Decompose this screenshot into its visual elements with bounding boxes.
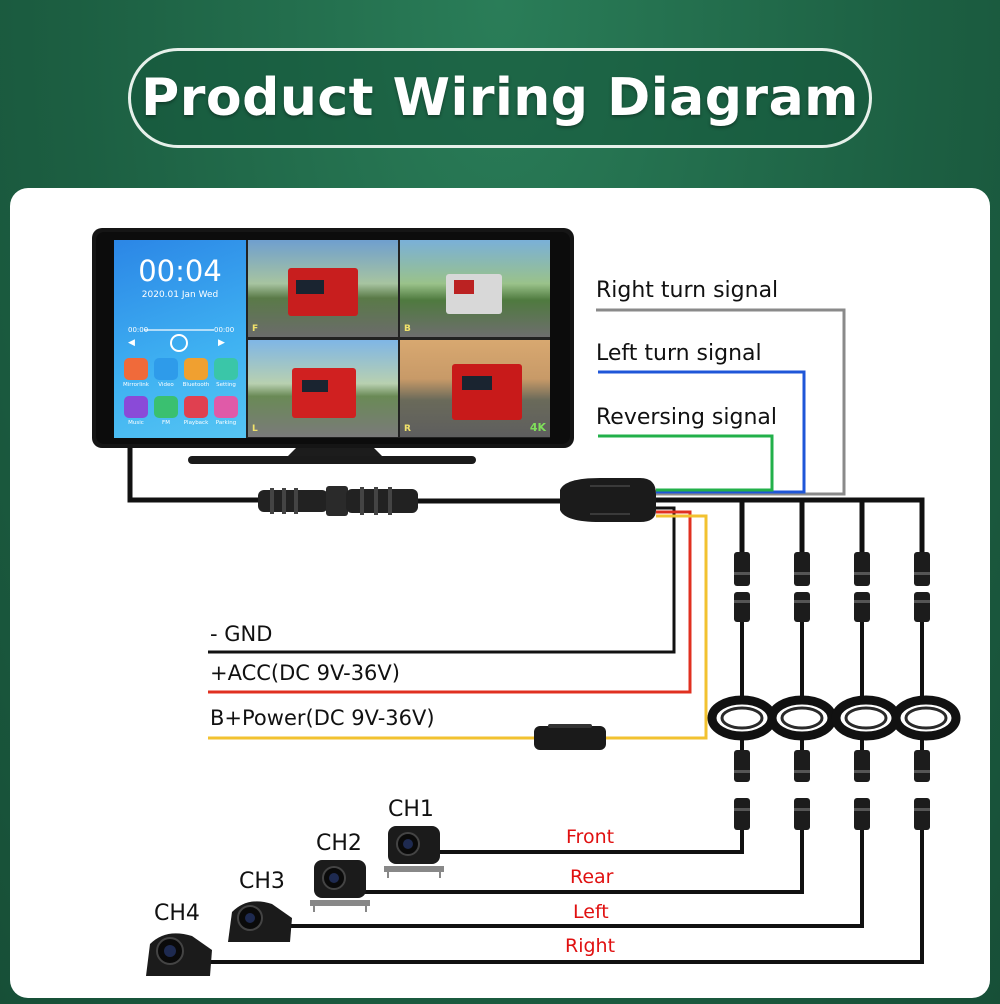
ch1-cable (440, 830, 744, 854)
app-bluetooth-icon (184, 358, 208, 380)
title-banner: Product Wiring Diagram (128, 48, 872, 148)
left-turn-wire (598, 370, 806, 494)
clock-text: 00:04 (138, 254, 222, 288)
camera-icon (310, 860, 370, 912)
reversing-label: Reversing signal (596, 405, 777, 430)
camera-icon (228, 901, 292, 942)
quad-tag: B (404, 324, 411, 334)
acc-label: +ACC(DC 9V-36V) (210, 661, 400, 685)
right-turn-label: Right turn signal (596, 278, 779, 303)
channel-extensions (734, 552, 930, 700)
ch4-label: CH4 (154, 901, 200, 926)
ch2-label: CH2 (316, 831, 362, 856)
camera-view-right: R 4K (400, 340, 550, 437)
camera-icon (384, 826, 444, 878)
camera-view-left: L (248, 340, 398, 437)
ch3-label: CH3 (239, 869, 285, 894)
left-turn-label: Left turn signal (596, 341, 762, 366)
camera-icon (146, 933, 212, 976)
app-label: Music (128, 420, 144, 426)
page-title: Product Wiring Diagram (141, 68, 859, 128)
connector-icon (258, 486, 418, 516)
ch3-cable (280, 830, 864, 928)
gnd-wire (208, 506, 676, 654)
rear-label: Rear (570, 866, 614, 888)
front-label: Front (566, 826, 615, 848)
app-label: Mirrorlink (123, 382, 149, 388)
app-label: Parking (215, 420, 237, 426)
ch4-cable (208, 830, 924, 964)
prev-icon: ◀ (128, 338, 135, 348)
track-start: 00:00 (128, 326, 149, 334)
ch1-label: CH1 (388, 797, 434, 822)
channel-extensions-lower (734, 736, 930, 830)
harness-hub-icon (560, 478, 656, 522)
home-panel: 00:04 2020.01 Jan Wed 00:00 00:00 ◀ ▶ Mi… (114, 240, 246, 438)
app-label: Video (158, 382, 174, 388)
bpower-wire (604, 514, 708, 740)
quad-tag: L (252, 424, 258, 434)
app-label: Playback (183, 420, 209, 426)
track-end: 00:00 (214, 326, 235, 334)
4k-badge: 4K (529, 421, 546, 434)
quad-tag: R (404, 424, 411, 434)
next-icon: ▶ (218, 338, 225, 348)
right-label: Right (565, 935, 616, 957)
app-playback-icon (184, 396, 208, 418)
ch2-cable (364, 830, 804, 894)
progress-bar (144, 329, 214, 331)
gnd-label: - GND (210, 622, 273, 646)
app-mirrorlink-icon (124, 358, 148, 380)
fuse-icon (534, 724, 606, 750)
app-setting-icon (214, 358, 238, 380)
app-video-icon (154, 358, 178, 380)
camera-view-back: B (400, 240, 550, 337)
date-text: 2020.01 Jan Wed (141, 290, 219, 300)
play-icon (170, 334, 188, 352)
app-label: Bluetooth (182, 382, 210, 388)
app-label: FM (162, 420, 170, 426)
app-fm-icon (154, 396, 178, 418)
left-label: Left (573, 901, 609, 923)
monitor-screen: 00:04 2020.01 Jan Wed 00:00 00:00 ◀ ▶ Mi… (114, 240, 550, 438)
quad-tag: F (252, 324, 259, 334)
reversing-wire (598, 434, 774, 492)
right-turn-wire (596, 308, 846, 496)
app-label: Setting (216, 382, 236, 388)
app-music-icon (124, 396, 148, 418)
acc-wire (208, 510, 692, 694)
app-parking-icon (214, 396, 238, 418)
camera-view-front: F (248, 240, 398, 337)
bpower-label: B+Power(DC 9V-36V) (210, 706, 435, 730)
cable-coil-icon (707, 695, 961, 741)
